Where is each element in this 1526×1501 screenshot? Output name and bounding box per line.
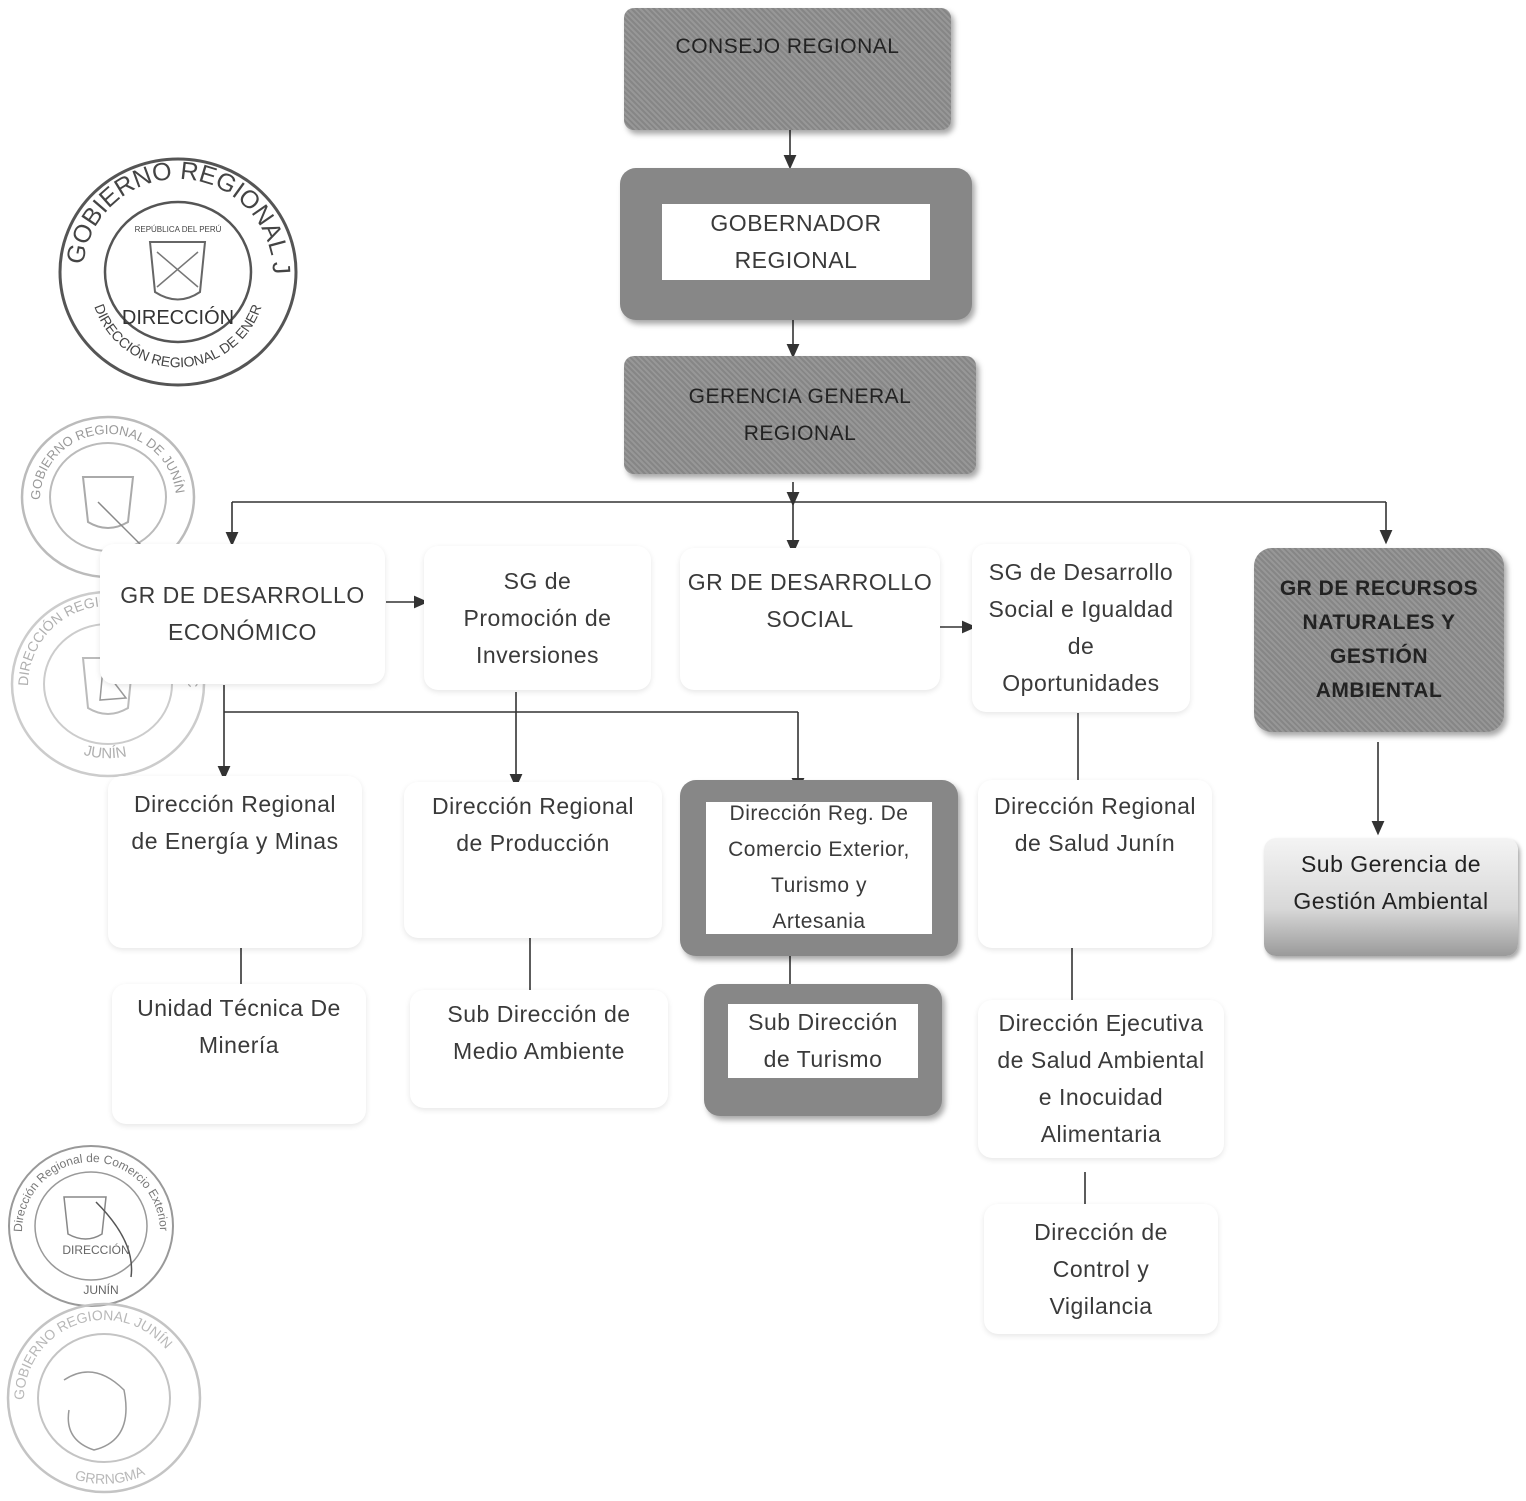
- node-consejo-regional: CONSEJO REGIONAL: [624, 8, 951, 130]
- seal4-center-text: DIRECCIÓN: [62, 1242, 129, 1257]
- node-label-line3: e Inocuidad: [1038, 1084, 1164, 1110]
- node-label-line1: GR DE RECURSOS: [1279, 577, 1479, 600]
- node-label-line1: Unidad Técnica De: [137, 995, 341, 1021]
- node-label-line3: GESTIÓN: [1329, 645, 1428, 668]
- seal-energia-minas: GOBIERNO REGIONAL JUNÍN DIRECCIÓN REGION…: [55, 152, 298, 387]
- node-label-line1: GOBERNADOR: [710, 210, 882, 236]
- seal4-lower-text: JUNÍN: [83, 1282, 118, 1297]
- node-label-line2: ECONÓMICO: [168, 619, 317, 645]
- node-dr-energia-minas: Dirección Regional de Energía y Minas: [108, 776, 362, 948]
- node-label-line2: de Producción: [456, 830, 610, 856]
- node-label-line1: Dirección Regional: [993, 793, 1197, 819]
- node-label: CONSEJO REGIONAL: [675, 35, 900, 58]
- svg-text:GOBIERNO REGIONAL DE JUNÍN: GOBIERNO REGIONAL DE JUNÍN: [28, 422, 188, 500]
- node-label-line1: GR DE DESARROLLO: [120, 582, 365, 608]
- seal-comercio: Dirección Regional de Comercio Exterior …: [6, 1142, 174, 1307]
- node-label-line1: Dirección Regional: [133, 791, 337, 817]
- node-dr-produccion: Dirección Regional de Producción: [404, 782, 662, 938]
- seal1-small-text: REPÚBLICA DEL PERÚ: [135, 225, 222, 234]
- node-inner: GOBERNADOR REGIONAL: [662, 204, 930, 280]
- node-label-line2: Minería: [198, 1032, 280, 1058]
- node-sub-gerencia-gestion-ambiental: Sub Gerencia de Gestión Ambiental: [1264, 838, 1518, 956]
- node-label-line2: de Turismo: [763, 1046, 883, 1072]
- node-label-line1: Sub Dirección: [748, 1009, 898, 1035]
- svg-text:GRRNGMA: GRRNGMA: [73, 1462, 147, 1487]
- node-label-line1: Dirección Ejecutiva: [998, 1010, 1204, 1036]
- seal5-lower-text: GRRNGMA: [73, 1462, 147, 1487]
- seal1-ring-text: GOBIERNO REGIONAL JUNÍN: [55, 152, 295, 275]
- node-label-line2: Comercio Exterior,: [728, 838, 910, 861]
- node-label-line2: Medio Ambiente: [453, 1038, 625, 1064]
- node-inner: Dirección Reg. De Comercio Exterior, Tur…: [706, 802, 932, 934]
- node-label-line4: Alimentaria: [1040, 1121, 1162, 1147]
- node-label-line1: SG de: [503, 567, 572, 594]
- node-label-line2: de Salud Junín: [1014, 830, 1176, 856]
- node-sub-direccion-medio-ambiente: Sub Dirección de Medio Ambiente: [410, 990, 668, 1108]
- seal-recursos: GOBIERNO REGIONAL JUNÍN GRRNGMA: [6, 1302, 202, 1494]
- node-sub-direccion-turismo: Sub Dirección de Turismo: [704, 984, 942, 1116]
- node-label-line2: Promoción de: [463, 604, 612, 631]
- node-gr-desarrollo-economico: GR DE DESARROLLO ECONÓMICO: [100, 544, 385, 684]
- node-label-line1: SG de Desarrollo: [988, 559, 1174, 585]
- node-label-line4: AMBIENTAL: [1315, 679, 1443, 702]
- node-gr-recursos-naturales: GR DE RECURSOS NATURALES Y GESTIÓN AMBIE…: [1254, 548, 1504, 732]
- node-unidad-tecnica-mineria: Unidad Técnica De Minería: [112, 984, 366, 1124]
- node-label-line2: de Salud Ambiental: [997, 1047, 1205, 1073]
- node-sg-promocion-inversiones: SG de Promoción de Inversiones: [424, 546, 651, 690]
- seal-gobierno-junin: GOBIERNO REGIONAL DE JUNÍN: [20, 415, 196, 579]
- node-label-line3: Inversiones: [475, 641, 600, 668]
- node-gobernador-regional: GOBERNADOR REGIONAL: [620, 168, 972, 320]
- node-inner: Sub Dirección de Turismo: [728, 1004, 918, 1078]
- node-label-line1: GR DE DESARROLLO: [687, 569, 933, 595]
- node-label-line1: Dirección de: [1034, 1218, 1168, 1245]
- node-label-line2: Gestión Ambiental: [1293, 888, 1489, 914]
- node-label-line2: REGIONAL: [743, 422, 857, 445]
- node-direccion-ejecutiva-salud-ambiental: Dirección Ejecutiva de Salud Ambiental e…: [978, 1000, 1224, 1158]
- seal1-center-text: DIRECCIÓN: [122, 306, 234, 329]
- seal2-ring-text: GOBIERNO REGIONAL DE JUNÍN: [28, 422, 188, 500]
- node-dr-comercio-exterior: Dirección Reg. De Comercio Exterior, Tur…: [680, 780, 958, 956]
- node-label-line1: Dirección Regional: [431, 793, 635, 819]
- node-direccion-control-vigilancia: Dirección de Control y Vigilancia: [984, 1204, 1218, 1334]
- node-label-line1: Sub Dirección de: [447, 1001, 631, 1027]
- node-sg-desarrollo-social: SG de Desarrollo Social e Igualdad de Op…: [972, 544, 1190, 712]
- node-label-line2: de Energía y Minas: [131, 828, 339, 854]
- node-gr-desarrollo-social: GR DE DESARROLLO SOCIAL: [680, 548, 940, 690]
- node-label-line2: REGIONAL: [734, 247, 858, 273]
- seal3-lower-text: JUNÍN: [82, 742, 127, 762]
- node-label-line4: Artesania: [772, 910, 866, 933]
- node-label-line3: Vigilancia: [1049, 1292, 1153, 1319]
- node-label-line1: GERENCIA GENERAL: [688, 385, 912, 408]
- node-label-line3: Turismo y: [771, 874, 867, 897]
- node-label-line2: NATURALES Y: [1302, 611, 1456, 634]
- node-label-line1: Dirección Reg. De: [729, 802, 909, 825]
- node-label-line4: Oportunidades: [1002, 670, 1160, 696]
- node-label-line3: de: [1067, 633, 1095, 659]
- node-label-line2: SOCIAL: [766, 606, 854, 632]
- svg-text:GOBIERNO REGIONAL JUNÍN: GOBIERNO REGIONAL JUNÍN: [55, 152, 295, 275]
- node-dr-salud-junin: Dirección Regional de Salud Junín: [978, 780, 1212, 948]
- node-gerencia-general: GERENCIA GENERAL REGIONAL: [624, 356, 976, 474]
- svg-text:JUNÍN: JUNÍN: [82, 742, 127, 762]
- node-label-line1: Sub Gerencia de: [1300, 851, 1482, 877]
- node-label-line2: Social e Igualdad: [988, 596, 1174, 622]
- node-label-line2: Control y: [1052, 1255, 1150, 1282]
